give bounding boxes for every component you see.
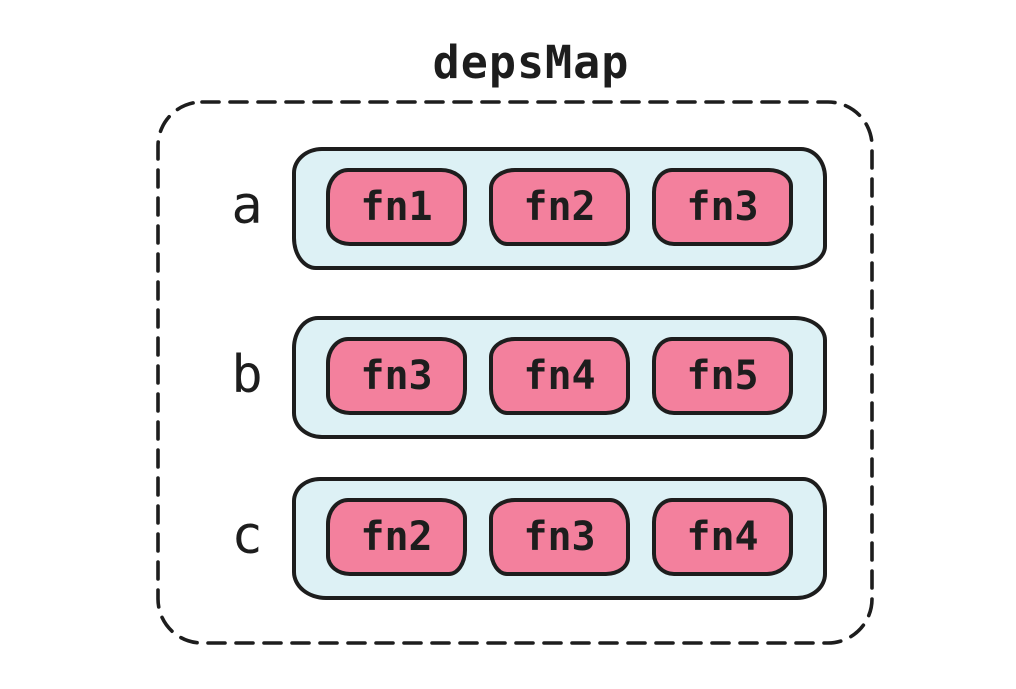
diagram-title: depsMap	[432, 36, 630, 89]
dep-box: fn3	[489, 497, 630, 581]
entry-key-label: a	[231, 175, 263, 236]
dep-box: fn1	[326, 167, 467, 251]
dep-box: fn2	[489, 167, 630, 251]
depsmap-entry-a: a fn1 fn2 fn3	[202, 147, 827, 270]
dashed-border-rect	[156, 100, 874, 645]
dep-set: fn2 fn3 fn4	[292, 477, 827, 600]
depsmap-entry-c: c fn2 fn3 fn4	[202, 477, 827, 600]
dep-box: fn4	[652, 497, 793, 581]
dep-box: fn3	[326, 336, 467, 420]
entry-key-label: c	[231, 505, 263, 566]
dep-box: fn4	[489, 331, 630, 420]
entry-key-label: b	[231, 344, 263, 405]
dep-set: fn3 fn4 fn5	[292, 316, 827, 439]
depsmap-entry-b: b fn3 fn4 fn5	[202, 316, 827, 439]
dep-box: fn5	[652, 331, 793, 420]
dep-box: fn2	[326, 497, 467, 581]
dep-set: fn1 fn2 fn3	[292, 147, 827, 270]
dep-box: fn3	[652, 167, 793, 251]
depsmap-dashed-outline	[156, 100, 874, 645]
